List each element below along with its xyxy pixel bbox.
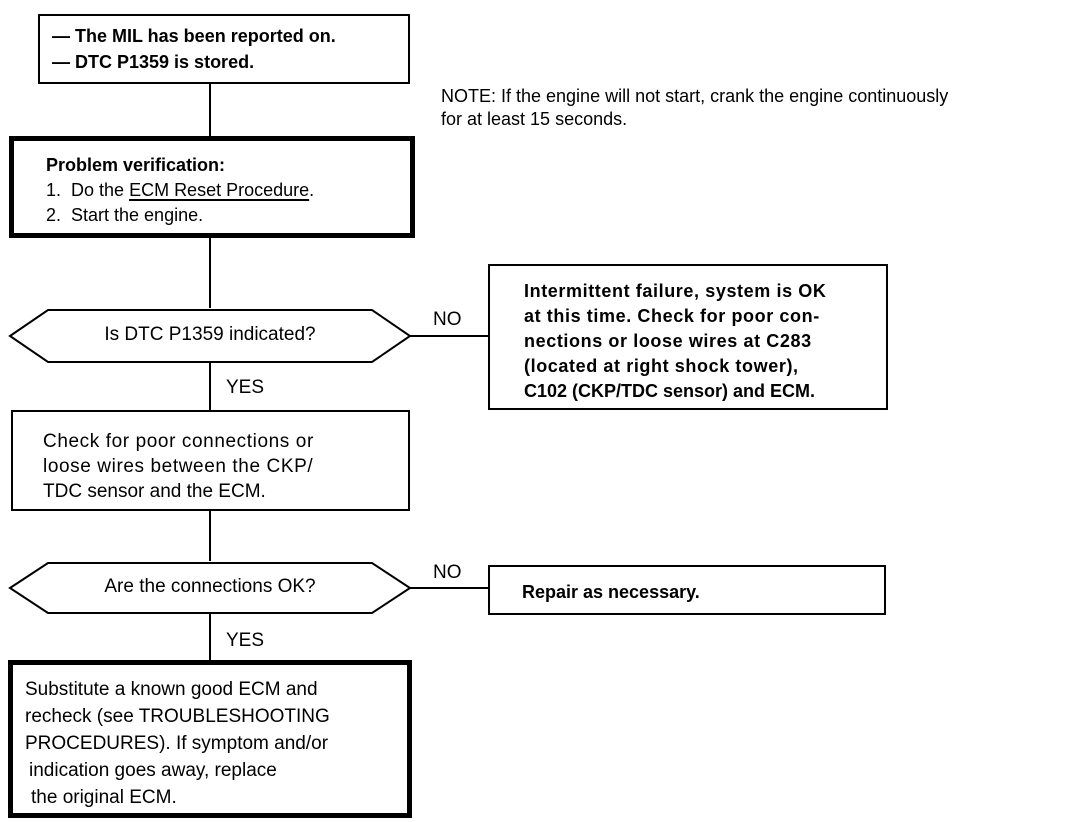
decision-2-question: Are the connections OK? (104, 576, 316, 597)
check-line-3: TDC sensor and the ECM. (43, 481, 266, 502)
final-line-4: indication goes away, replace (29, 760, 277, 781)
decision-1-no-label: NO (433, 309, 462, 330)
verification-box: Problem verification: 1. Do the ECM Rese… (9, 136, 415, 238)
connector-start-to-verification (209, 84, 211, 136)
note-line-2: for at least 15 seconds. (441, 109, 628, 129)
connector-decision1-to-check (209, 362, 211, 410)
repair-text: Repair as necessary. (522, 582, 700, 602)
verification-step-1: 1. Do the ECM Reset Procedure. (46, 178, 314, 203)
connector-check-to-decision2 (209, 511, 211, 561)
intermittent-line-2: at this time. Check for poor con- (524, 306, 820, 326)
decision-1-question: Is DTC P1359 indicated? (104, 324, 316, 345)
repair-box: Repair as necessary. (488, 565, 886, 615)
intermittent-failure-box: Intermittent failure, system is OK at th… (488, 264, 888, 410)
decision-1-yes-label: YES (226, 377, 265, 398)
start-box: — The MIL has been reported on. — DTC P1… (38, 14, 410, 84)
note-line-1: NOTE: If the engine will not start, cran… (441, 86, 949, 106)
intermittent-line-3: nections or loose wires at C283 (524, 331, 812, 351)
verification-step-2: 2. Start the engine. (46, 205, 204, 225)
start-line-2: — DTC P1359 is stored. (52, 52, 255, 72)
ecm-reset-procedure-link[interactable]: ECM Reset Procedure (129, 180, 310, 200)
start-line-1: — The MIL has been reported on. (52, 26, 336, 46)
intermittent-line-5: C102 (CKP/TDC sensor) and ECM. (524, 381, 816, 401)
step1-suffix: . (309, 180, 315, 200)
decision-2-yes-label: YES (226, 630, 265, 651)
intermittent-line-4: (located at right shock tower), (524, 356, 799, 376)
check-line-2: loose wires between the CKP/ (43, 456, 314, 477)
final-line-2: recheck (see TROUBLESHOOTING (25, 706, 330, 727)
intermittent-line-1: Intermittent failure, system is OK (524, 281, 827, 301)
verification-heading: Problem verification: (46, 155, 226, 175)
step1-prefix: 1. Do the (46, 180, 130, 200)
decision-1-shape (8, 309, 412, 363)
connector-verification-to-decision1 (209, 238, 211, 308)
final-line-5: the original ECM. (31, 787, 177, 808)
check-connections-box: Check for poor connections or loose wire… (11, 410, 410, 511)
decision-2-shape (8, 562, 412, 614)
decision-2-no-label: NO (433, 562, 462, 583)
final-line-3: PROCEDURES). If symptom and/or (25, 733, 329, 754)
connector-decision1-no (410, 335, 488, 337)
substitute-ecm-box: Substitute a known good ECM and recheck … (8, 660, 412, 818)
final-line-1: Substitute a known good ECM and (25, 679, 318, 700)
check-line-1: Check for poor connections or (43, 431, 314, 452)
decision-dtc-indicated: Is DTC P1359 indicated? (8, 308, 412, 364)
connector-decision2-no (410, 587, 488, 589)
connector-decision2-to-final (209, 614, 211, 660)
decision-connections-ok: Are the connections OK? (8, 561, 412, 615)
